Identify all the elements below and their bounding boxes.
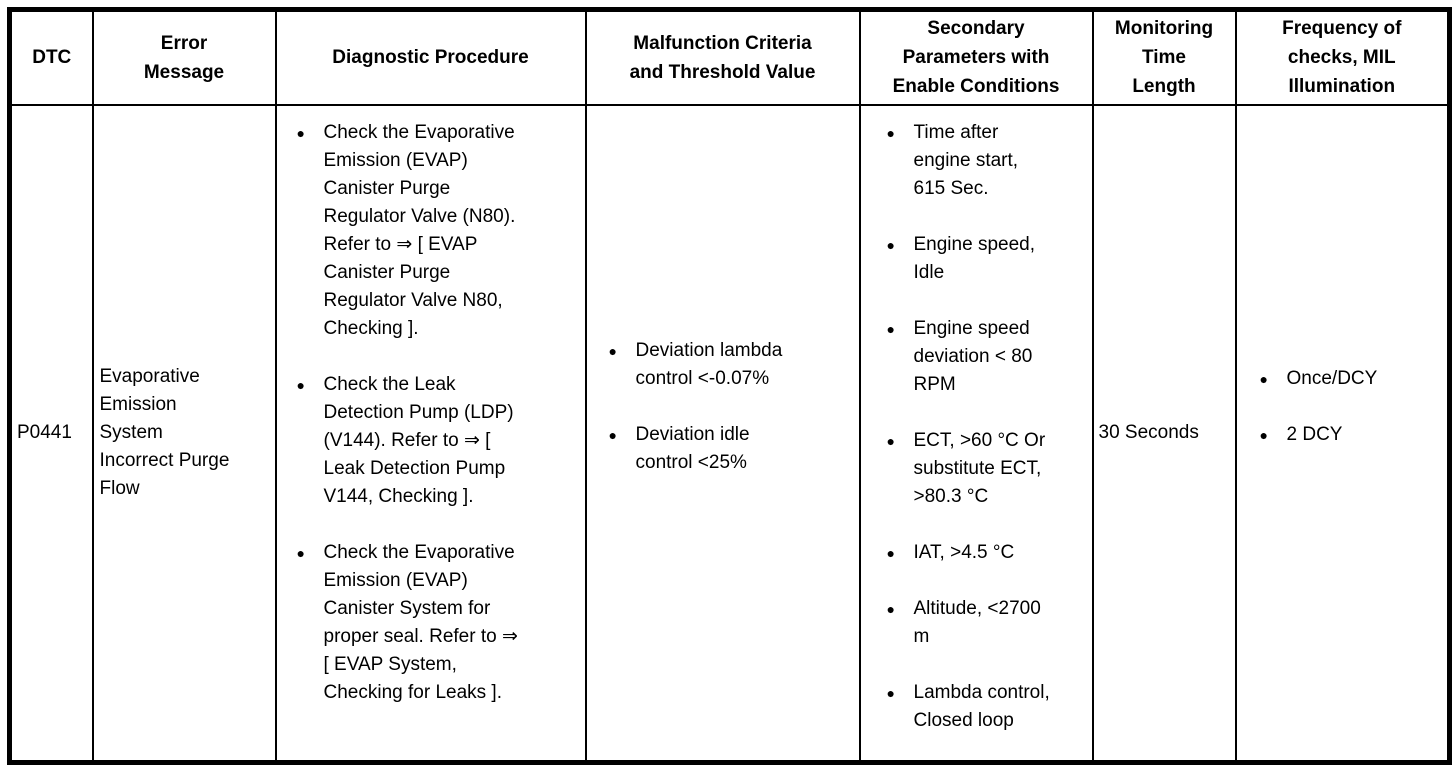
bullet-icon: ● [296, 376, 305, 393]
bullet-icon: ● [1259, 426, 1268, 443]
bullet-icon: ● [886, 320, 895, 337]
bullet-item: ● Check the Leak Detection Pump (LDP) (V1… [297, 371, 579, 511]
bullet-item: ● 2 DCY [1260, 421, 1446, 449]
bullet-icon: ● [608, 342, 617, 359]
cell-frequency-of-checks: ● Once/DCY ● 2 DCY [1234, 103, 1451, 764]
cell-diagnostic-procedure: ● Check the Evaporative Emission (EVAP) C… [274, 103, 587, 764]
bullet-item: ● Time after engine start, 615 Sec. [887, 119, 1090, 203]
bullet-icon: ● [886, 544, 895, 561]
dtc-diagnostic-table: DTC Error Message Diagnostic Procedure M… [7, 7, 1452, 765]
bullet-icon: ● [296, 544, 305, 561]
bullet-text: Engine speed, Idle [913, 233, 1036, 283]
bullet-item: ● Engine speed, Idle [887, 231, 1090, 287]
bullet-icon: ● [886, 684, 895, 701]
bullet-item: ● IAT, >4.5 °C [887, 539, 1090, 567]
bullet-icon: ● [886, 124, 895, 141]
bullet-icon: ● [1259, 370, 1268, 387]
bullet-text: Once/DCY [1286, 367, 1378, 389]
bullet-text: Engine speed deviation < 80 RPM [913, 317, 1033, 395]
col-header-malfunction-criteria: Malfunction Criteria and Threshold Value [584, 8, 861, 106]
bullet-text: IAT, >4.5 °C [913, 541, 1015, 563]
bullet-text: Lambda control, Closed loop [913, 681, 1050, 731]
col-header-frequency-of-checks: Frequency of checks, MIL Illumination [1234, 8, 1451, 106]
table-body-row: P0441 Evaporative Emission System Incorr… [8, 103, 1451, 764]
bullet-item: ● Engine speed deviation < 80 RPM [887, 315, 1090, 399]
bullet-text: Check the Leak Detection Pump (LDP) (V14… [323, 373, 514, 507]
bullet-icon: ● [296, 124, 305, 141]
bullet-text: 2 DCY [1286, 423, 1343, 445]
bullet-item: ● Check the Evaporative Emission (EVAP) C… [297, 119, 579, 343]
bullet-text: Check the Evaporative Emission (EVAP) Ca… [323, 541, 518, 703]
bullet-text: Time after engine start, 615 Sec. [913, 121, 1019, 199]
col-header-secondary-parameters: Secondary Parameters with Enable Conditi… [858, 8, 1094, 106]
bullet-icon: ● [886, 432, 895, 449]
bullet-item: ● Deviation idle control <25% [609, 421, 855, 477]
col-header-dtc: DTC [8, 8, 94, 106]
bullet-text: Deviation lambda control <-0.07% [635, 339, 783, 389]
col-header-monitoring-time-length: Monitoring Time Length [1091, 8, 1237, 106]
cell-dtc-code: P0441 [8, 103, 94, 764]
table-header-row: DTC Error Message Diagnostic Procedure M… [8, 8, 1451, 106]
col-header-diagnostic-procedure: Diagnostic Procedure [274, 8, 587, 106]
bullet-item: ● ECT, >60 °C Or substitute ECT, >80.3 °C [887, 427, 1090, 511]
cell-monitoring-time-length: 30 Seconds [1091, 103, 1237, 764]
bullet-item: ● Deviation lambda control <-0.07% [609, 337, 855, 393]
bullet-text: Deviation idle control <25% [635, 423, 750, 473]
bullet-item: ● Altitude, <2700 m [887, 595, 1090, 651]
bullet-icon: ● [608, 426, 617, 443]
bullet-text: ECT, >60 °C Or substitute ECT, >80.3 °C [913, 429, 1046, 507]
cell-malfunction-criteria: ● Deviation lambda control <-0.07% ● Deviat… [584, 103, 861, 764]
bullet-icon: ● [886, 600, 895, 617]
bullet-item: ● Check the Evaporative Emission (EVAP) C… [297, 539, 579, 707]
bullet-item: ● Once/DCY [1260, 365, 1446, 393]
cell-secondary-parameters: ● Time after engine start, 615 Sec. ● Engin… [858, 103, 1094, 764]
bullet-text: Altitude, <2700 m [913, 597, 1041, 647]
bullet-item: ● Lambda control, Closed loop [887, 679, 1090, 735]
bullet-text: Check the Evaporative Emission (EVAP) Ca… [323, 121, 516, 339]
cell-error-message: Evaporative Emission System Incorrect Pu… [91, 103, 277, 764]
bullet-icon: ● [886, 236, 895, 253]
col-header-error-message: Error Message [91, 8, 277, 106]
